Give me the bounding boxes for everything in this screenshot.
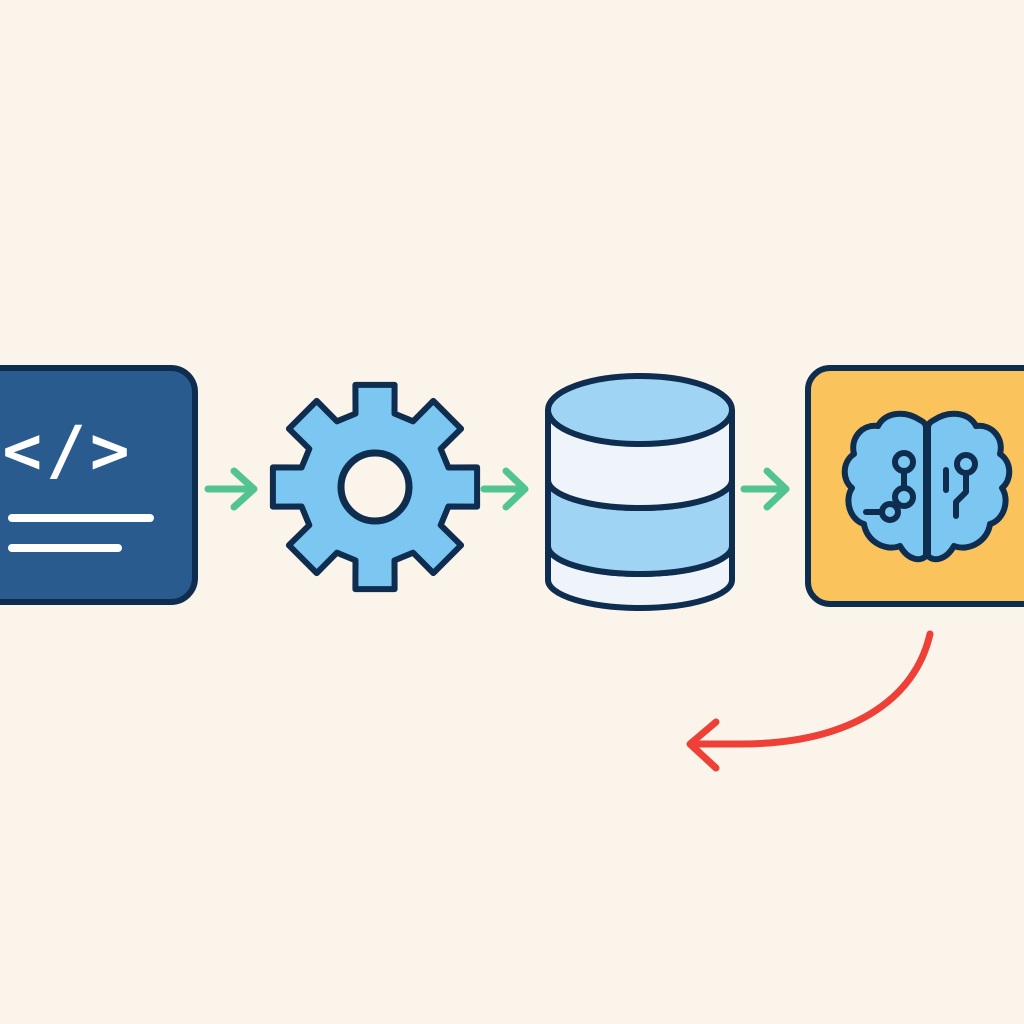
forward-arrow-1	[204, 467, 258, 511]
code-panel	[0, 365, 198, 605]
model-node	[805, 365, 1024, 607]
forward-arrow-3	[740, 467, 790, 511]
forward-arrow-2	[480, 467, 529, 511]
db-lid	[545, 373, 735, 447]
database-icon	[545, 373, 735, 611]
brain-icon	[841, 410, 1013, 563]
gear-hole	[337, 449, 413, 525]
process-node	[269, 381, 481, 593]
code-node: </>	[0, 365, 198, 605]
storage-node	[545, 373, 735, 611]
gear-icon	[269, 381, 481, 593]
feedback-arrow	[686, 630, 934, 772]
code-glyph: </>	[2, 412, 133, 489]
